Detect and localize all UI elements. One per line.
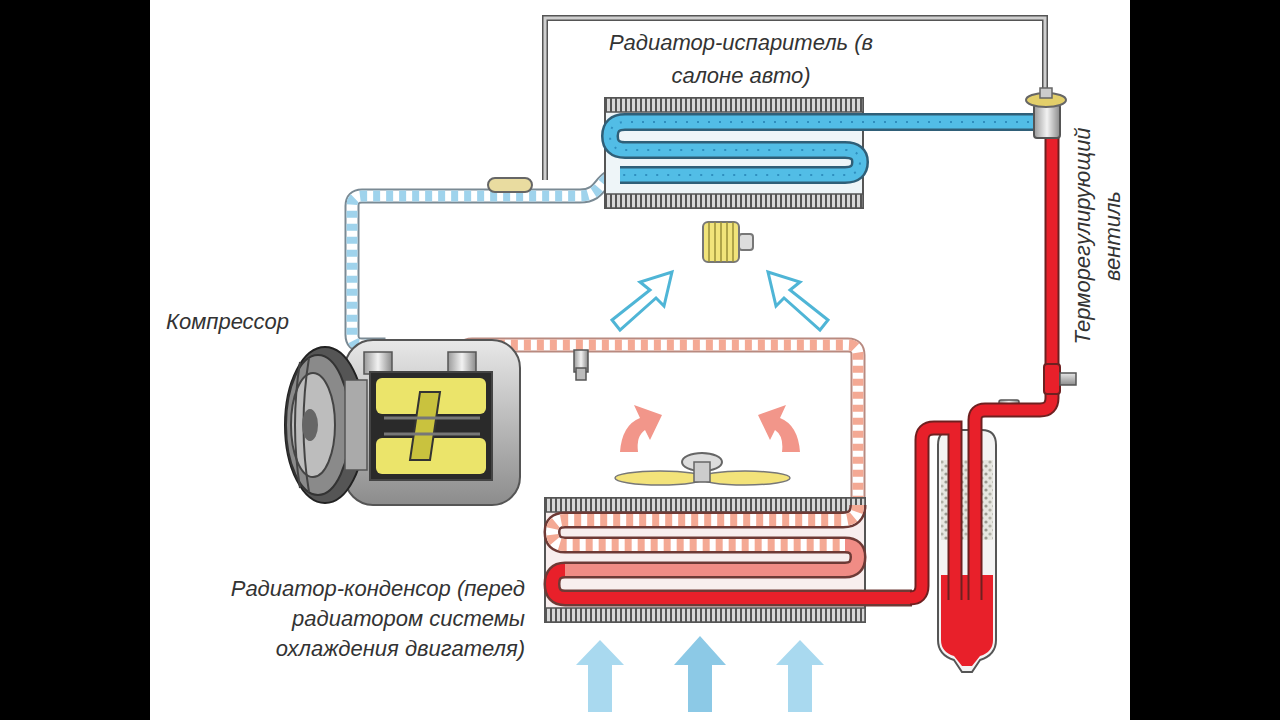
air-arrow [768, 272, 828, 330]
suction-pipe [352, 175, 620, 365]
air-arrow [776, 640, 824, 712]
air-arrow [612, 272, 672, 330]
discharge-pipe [462, 345, 858, 505]
warm-air-arrow [620, 405, 662, 452]
valve-label: Терморегулирующий вентиль [1068, 105, 1128, 367]
condenser-label: Радиатор-конденсор (перед радиатором сис… [182, 574, 528, 664]
compressor-label: Компрессор [163, 308, 292, 336]
capillary-tube [545, 18, 1045, 180]
evaporator [605, 98, 1040, 208]
condenser [545, 498, 912, 622]
liquid-pipe [910, 130, 1076, 600]
side-bar [0, 0, 150, 720]
capillary-tube [545, 18, 1045, 180]
blower-fan [703, 222, 753, 262]
service-port [574, 350, 588, 380]
expansion-valve [1026, 88, 1066, 138]
compressor [285, 340, 520, 505]
air-arrow [576, 640, 624, 712]
condenser-fan [615, 453, 790, 485]
evaporator-label: Радиатор-испаритель (в салоне авто) [588, 26, 894, 92]
side-bar [1130, 0, 1280, 720]
air-arrow [674, 636, 726, 712]
sensing-bulb [488, 178, 532, 192]
warm-air-arrow [758, 405, 800, 452]
